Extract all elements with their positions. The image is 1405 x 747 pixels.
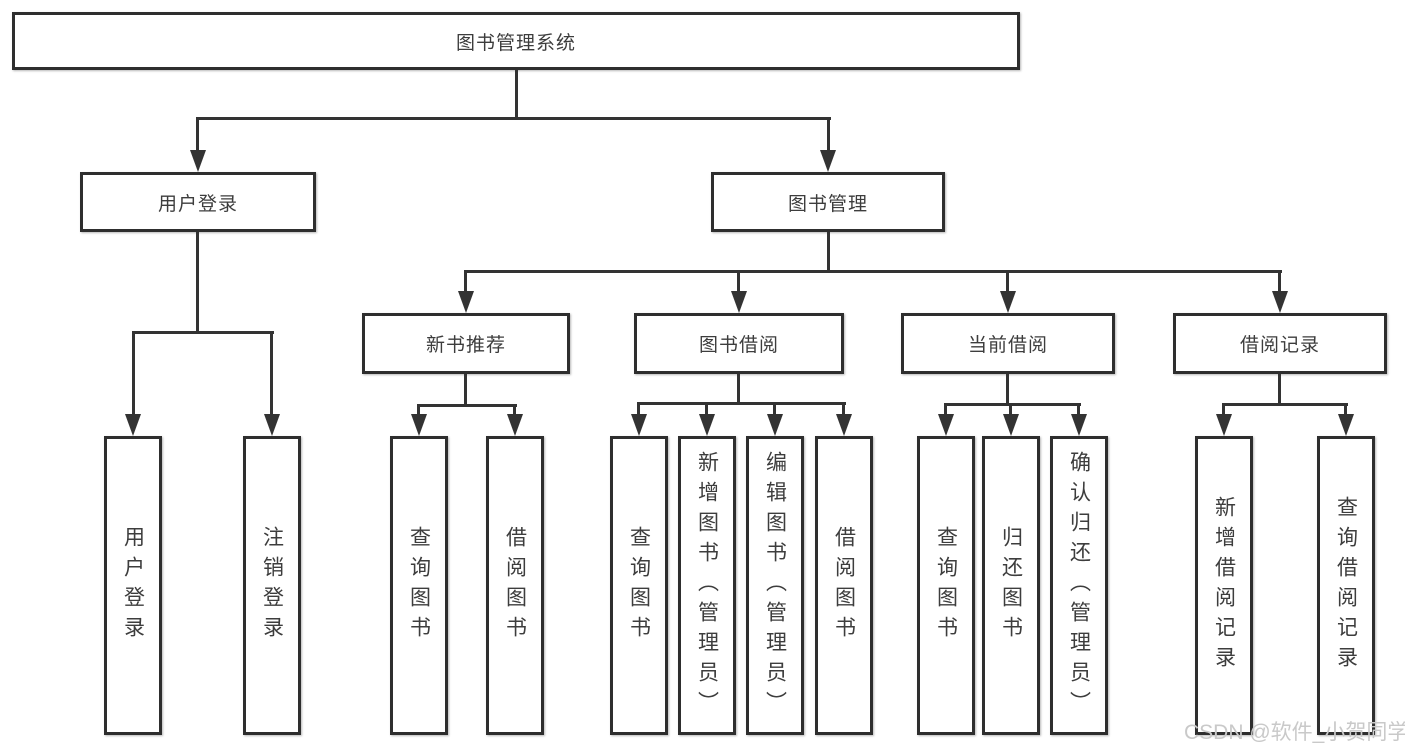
node-borrowing-records: 借阅记录 <box>1173 313 1387 374</box>
connector-line <box>1077 403 1080 416</box>
arrowhead-icon <box>1272 291 1288 313</box>
arrowhead-icon <box>190 150 206 172</box>
connector-line <box>944 403 1081 406</box>
connector-line <box>705 402 708 416</box>
connector-line <box>132 331 274 334</box>
connector-line <box>196 117 831 120</box>
connector-line <box>1278 374 1281 406</box>
arrowhead-icon <box>264 414 280 436</box>
watermark-text: CSDN @软件_小贺同学 <box>1184 721 1405 744</box>
arrowhead-icon <box>507 414 523 436</box>
connector-line <box>417 404 517 407</box>
arrowhead-icon <box>820 150 836 172</box>
connector-line <box>842 402 845 416</box>
leaf-add-borrow-record: 新增借阅记录 <box>1195 436 1253 735</box>
leaf-query-books-borrowing: 查询图书 <box>610 436 668 735</box>
connector-line <box>515 70 518 118</box>
connector-line <box>944 403 947 416</box>
connector-line <box>1009 403 1012 416</box>
arrowhead-icon <box>699 414 715 436</box>
connector-line <box>827 117 830 153</box>
connector-line <box>637 402 846 405</box>
arrowhead-icon <box>411 414 427 436</box>
leaf-borrow-books-recommend: 借阅图书 <box>486 436 544 735</box>
leaf-query-borrow-record: 查询借阅记录 <box>1317 436 1375 735</box>
leaf-query-books-recommend: 查询图书 <box>390 436 448 735</box>
connector-line <box>827 232 830 273</box>
arrowhead-icon <box>1338 414 1354 436</box>
leaf-borrow-books: 借阅图书 <box>815 436 873 735</box>
connector-line <box>1222 403 1225 416</box>
connector-line <box>1278 270 1281 293</box>
connector-line <box>1222 403 1348 406</box>
connector-line <box>513 404 516 416</box>
connector-line <box>196 232 199 334</box>
leaf-return-books: 归还图书 <box>982 436 1040 735</box>
leaf-query-books-current: 查询图书 <box>917 436 975 735</box>
arrowhead-icon <box>1216 414 1232 436</box>
node-book-management: 图书管理 <box>711 172 945 232</box>
connector-line <box>196 117 199 153</box>
arrowhead-icon <box>1071 414 1087 436</box>
leaf-user-login: 用户登录 <box>104 436 162 735</box>
connector-line <box>132 331 135 416</box>
arrowhead-icon <box>1000 291 1016 313</box>
arrowhead-icon <box>458 291 474 313</box>
connector-line <box>464 270 1282 273</box>
connector-line <box>464 270 467 293</box>
arrowhead-icon <box>767 414 783 436</box>
connector-line <box>417 404 420 416</box>
leaf-edit-books-admin: 编辑图书（管理员） <box>746 436 804 735</box>
leaf-logout: 注销登录 <box>243 436 301 735</box>
connector-line <box>1006 270 1009 293</box>
node-user-login: 用户登录 <box>80 172 316 232</box>
leaf-add-books-admin: 新增图书（管理员） <box>678 436 736 735</box>
connector-line <box>1344 403 1347 416</box>
node-book-borrowing: 图书借阅 <box>634 313 844 374</box>
connector-line <box>773 402 776 416</box>
node-library-management-system: 图书管理系统 <box>12 12 1020 70</box>
arrowhead-icon <box>938 414 954 436</box>
node-new-book-recommend: 新书推荐 <box>362 313 570 374</box>
arrowhead-icon <box>836 414 852 436</box>
arrowhead-icon <box>731 291 747 313</box>
connector-line <box>464 374 467 407</box>
connector-line <box>737 270 740 293</box>
arrowhead-icon <box>631 414 647 436</box>
connector-line <box>270 331 273 416</box>
connector-line <box>737 374 740 405</box>
node-current-borrowing: 当前借阅 <box>901 313 1115 374</box>
leaf-confirm-return-admin: 确认归还（管理员） <box>1050 436 1108 735</box>
connector-line <box>637 402 640 416</box>
arrowhead-icon <box>125 414 141 436</box>
connector-line <box>1006 374 1009 406</box>
arrowhead-icon <box>1003 414 1019 436</box>
